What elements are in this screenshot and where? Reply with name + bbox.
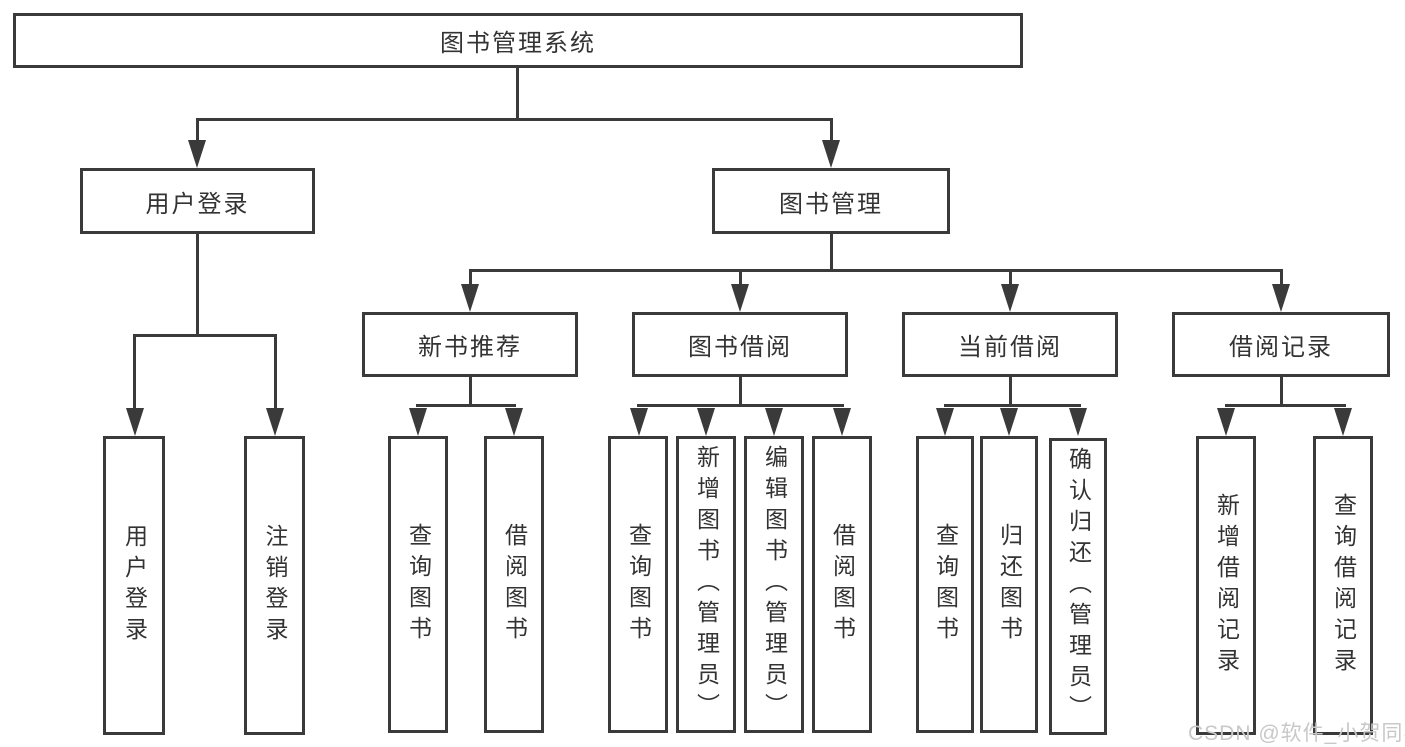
arrowhead-leaf-bb-borrow bbox=[833, 408, 851, 436]
arrowhead-new-book-rec bbox=[461, 284, 479, 312]
node-borrow-record-label: 借阅记录 bbox=[1229, 334, 1333, 361]
node-leaf-bb-edit-label: 编辑图书（管理员） bbox=[761, 445, 788, 724]
node-leaf-bb-query-label: 查询图书 bbox=[625, 522, 652, 647]
node-borrow-record: 借阅记录 bbox=[1172, 312, 1390, 377]
node-new-book-rec-label: 新书推荐 bbox=[418, 334, 522, 361]
connector-current-borrow-stem bbox=[1009, 377, 1012, 406]
node-leaf-cb-query-label: 查询图书 bbox=[932, 522, 959, 647]
connector-current-borrow-bus bbox=[944, 404, 1081, 407]
node-leaf-bb-borrow: 借阅图书 bbox=[812, 436, 872, 733]
connector-drop-borrow-record bbox=[1280, 269, 1283, 286]
node-leaf-nbr-query: 查询图书 bbox=[388, 436, 448, 733]
node-leaf-user-login-label: 用户登录 bbox=[121, 523, 148, 648]
node-leaf-user-login: 用户登录 bbox=[103, 436, 165, 735]
node-leaf-br-add: 新增借阅记录 bbox=[1196, 436, 1256, 735]
node-leaf-br-query: 查询借阅记录 bbox=[1313, 436, 1373, 735]
arrowhead-leaf-cb-query bbox=[936, 408, 954, 436]
connector-borrow-record-bus bbox=[1225, 404, 1346, 407]
node-leaf-logout: 注销登录 bbox=[244, 436, 305, 735]
node-user-login-label: 用户登录 bbox=[145, 190, 250, 218]
connector-drop-new-book-rec bbox=[469, 269, 472, 286]
connector-new-book-rec-bus bbox=[416, 404, 516, 407]
connector-new-book-rec-stem bbox=[469, 377, 472, 406]
arrowhead-leaf-nbr-query bbox=[409, 408, 427, 436]
node-book-borrow-label: 图书借阅 bbox=[688, 334, 792, 361]
node-leaf-cb-confirm: 确认归还（管理员） bbox=[1049, 438, 1107, 735]
connector-drop-leaf-logout bbox=[274, 334, 277, 410]
node-leaf-cb-confirm-label: 确认归还（管理员） bbox=[1065, 447, 1092, 726]
arrowhead-borrow-record bbox=[1272, 284, 1290, 312]
arrowhead-leaf-nbr-borrow bbox=[505, 408, 523, 436]
node-leaf-bb-query: 查询图书 bbox=[608, 436, 668, 733]
node-leaf-cb-query: 查询图书 bbox=[916, 436, 974, 733]
arrowhead-leaf-logout bbox=[266, 408, 284, 436]
watermark: CSDN @软件_小贺同学 bbox=[1188, 722, 1405, 745]
arrowhead-leaf-bb-add bbox=[697, 408, 715, 436]
connector-drop-user-login bbox=[196, 118, 199, 142]
arrowhead-leaf-br-add bbox=[1217, 408, 1235, 436]
arrowhead-user-login bbox=[188, 140, 206, 168]
connector-book-borrow-stem bbox=[739, 377, 742, 406]
node-current-borrow: 当前借阅 bbox=[902, 312, 1118, 377]
node-leaf-nbr-borrow: 借阅图书 bbox=[484, 436, 544, 733]
node-book-mgmt-label: 图书管理 bbox=[779, 190, 883, 218]
node-leaf-logout-label: 注销登录 bbox=[262, 523, 288, 648]
connector-borrow-record-stem bbox=[1280, 377, 1283, 406]
node-leaf-bb-add-label: 新增图书（管理员） bbox=[693, 445, 720, 724]
arrowhead-leaf-br-query bbox=[1334, 408, 1352, 436]
node-current-borrow-label: 当前借阅 bbox=[958, 334, 1062, 361]
connector-root-bus bbox=[196, 118, 833, 121]
node-leaf-bb-add: 新增图书（管理员） bbox=[676, 436, 736, 733]
node-leaf-bb-borrow-label: 借阅图书 bbox=[829, 522, 856, 647]
node-leaf-cb-return: 归还图书 bbox=[980, 436, 1038, 733]
connector-root-stem bbox=[516, 68, 519, 120]
arrowhead-leaf-bb-edit bbox=[765, 408, 783, 436]
node-book-borrow: 图书借阅 bbox=[632, 312, 848, 377]
arrowhead-current-borrow bbox=[1001, 284, 1019, 312]
node-leaf-br-add-label: 新增借阅记录 bbox=[1213, 492, 1240, 679]
arrowhead-book-mgmt bbox=[822, 140, 840, 168]
arrowhead-leaf-cb-confirm bbox=[1069, 408, 1087, 436]
connector-book-borrow-bus bbox=[637, 404, 844, 407]
node-leaf-nbr-borrow-label: 借阅图书 bbox=[501, 522, 528, 647]
connector-book-mgmt-bus bbox=[469, 269, 1283, 272]
connector-user-login-stem bbox=[196, 234, 199, 337]
node-root: 图书管理系统 bbox=[13, 13, 1023, 68]
connector-book-mgmt-stem bbox=[830, 234, 833, 272]
connector-drop-leaf-user-login bbox=[133, 334, 136, 410]
node-root-label: 图书管理系统 bbox=[440, 30, 596, 57]
node-leaf-cb-return-label: 归还图书 bbox=[996, 522, 1023, 647]
node-leaf-bb-edit: 编辑图书（管理员） bbox=[744, 436, 804, 733]
node-leaf-nbr-query-label: 查询图书 bbox=[405, 522, 432, 647]
node-new-book-rec: 新书推荐 bbox=[362, 312, 578, 377]
connector-drop-book-mgmt bbox=[830, 118, 833, 142]
node-book-mgmt: 图书管理 bbox=[712, 168, 950, 234]
arrowhead-leaf-cb-return bbox=[1000, 408, 1018, 436]
connector-user-login-bus bbox=[133, 334, 277, 337]
arrowhead-book-borrow bbox=[731, 284, 749, 312]
connector-drop-book-borrow bbox=[739, 269, 742, 286]
node-user-login: 用户登录 bbox=[80, 168, 315, 234]
arrowhead-leaf-bb-query bbox=[630, 408, 648, 436]
node-leaf-br-query-label: 查询借阅记录 bbox=[1330, 492, 1357, 679]
arrowhead-leaf-user-login bbox=[126, 408, 144, 436]
connector-drop-current-borrow bbox=[1009, 269, 1012, 286]
